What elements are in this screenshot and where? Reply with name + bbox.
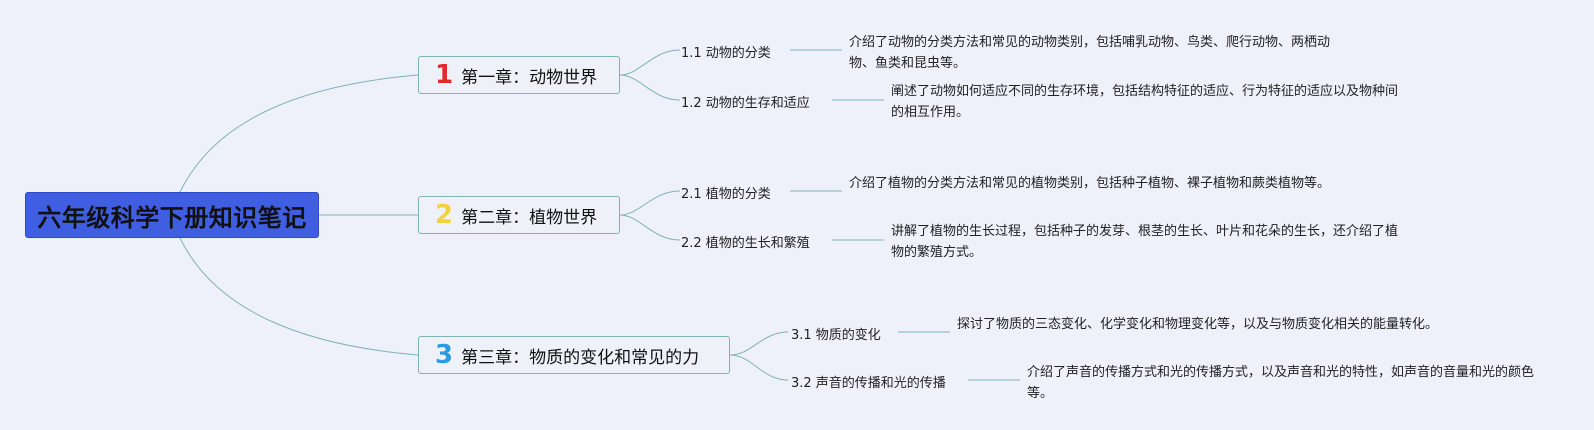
desc-2-1: 介绍了植物的分类方法和常见的植物类别，包括种子植物、裸子植物和蕨类植物等。 <box>849 176 1331 191</box>
subtopic-2-1[interactable]: 2.1 植物的分类 <box>681 187 771 202</box>
chapter-3-node[interactable]: 3 第三章：物质的变化和常见的力 <box>418 336 730 374</box>
desc-2-2: 讲解了植物的生长过程，包括种子的发芽、根茎的生长、叶片和花朵的生长，还介绍了植物… <box>891 224 1399 260</box>
connector-ch1-sub1 <box>619 49 681 76</box>
chapter-2-number-icon: 2 <box>435 200 454 230</box>
chapter-2-title: 第二章：植物世界 <box>461 207 598 228</box>
desc-3-1: 探讨了物质的三态变化、化学变化和物理变化等，以及与物质变化相关的能量转化。 <box>957 317 1439 332</box>
subtopic-2-2[interactable]: 2.2 植物的生长和繁殖 <box>681 236 810 251</box>
chapter-2-node[interactable]: 2 第二章：植物世界 <box>418 196 620 234</box>
root-topic[interactable]: 六年级科学下册知识笔记 <box>25 192 319 238</box>
connector-ch2-sub1 <box>619 190 681 216</box>
connector-root-ch1 <box>179 74 419 193</box>
desc-1-2: 阐述了动物如何适应不同的生存环境，包括结构特征的适应、行为特征的适应以及物种间的… <box>891 84 1399 120</box>
subtopic-1-2[interactable]: 1.2 动物的生存和适应 <box>681 96 810 111</box>
connector-ch3-sub2 <box>729 354 789 381</box>
connector-ch3-sub1 <box>729 331 789 356</box>
chapter-1-number-icon: 1 <box>435 60 454 90</box>
connector-ch2-sub2 <box>619 214 681 241</box>
subtopic-1-1[interactable]: 1.1 动物的分类 <box>681 46 771 61</box>
subtopic-3-1[interactable]: 3.1 物质的变化 <box>791 328 881 343</box>
root-title: 六年级科学下册知识笔记 <box>37 203 307 232</box>
chapter-1-node[interactable]: 1 第一章：动物世界 <box>418 56 620 94</box>
chapter-1-title: 第一章：动物世界 <box>461 67 598 88</box>
connector-root-ch3 <box>179 237 419 356</box>
subtopic-3-2[interactable]: 3.2 声音的传播和光的传播 <box>791 376 946 391</box>
chapter-3-number-icon: 3 <box>435 340 454 370</box>
chapter-3-title: 第三章：物质的变化和常见的力 <box>461 347 700 368</box>
desc-1-1: 介绍了动物的分类方法和常见的动物类别，包括哺乳动物、鸟类、爬行动物、两栖动物、鱼… <box>849 35 1331 71</box>
connector-ch1-sub2 <box>619 74 681 101</box>
desc-3-2: 介绍了声音的传播方式和光的传播方式，以及声音和光的特性，如声音的音量和光的颜色等… <box>1027 365 1535 401</box>
